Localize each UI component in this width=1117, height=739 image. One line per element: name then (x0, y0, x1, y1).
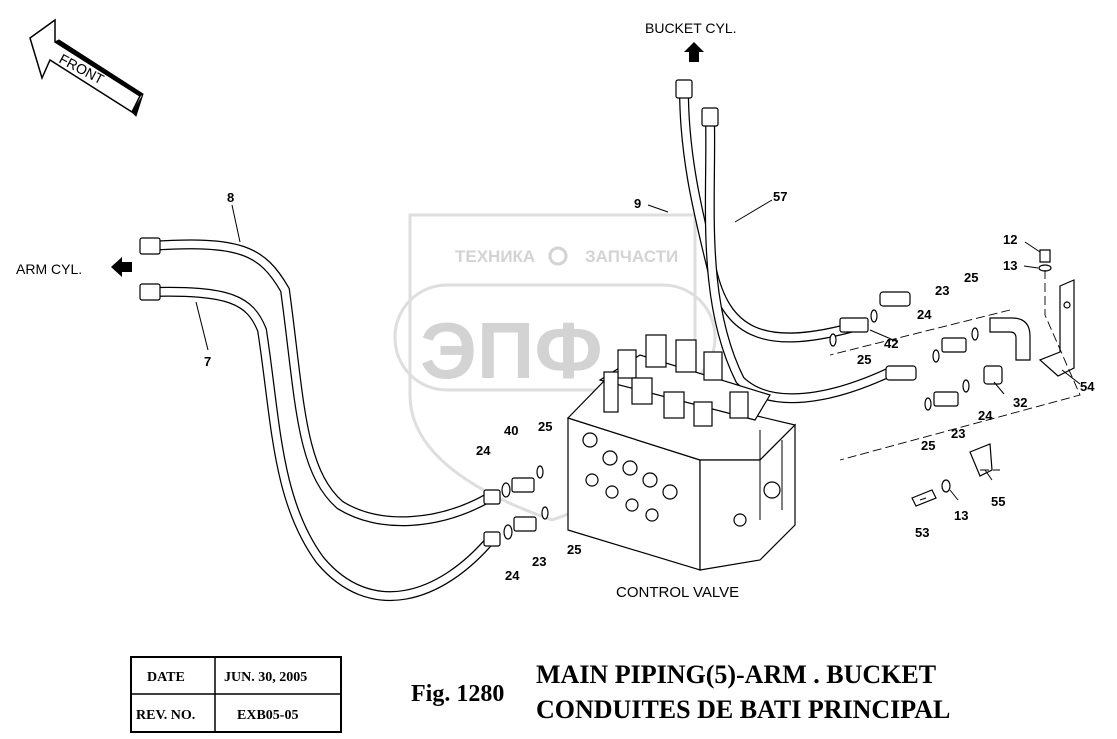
brackets (911, 249, 1075, 507)
callout-40: 40 (504, 423, 518, 438)
callout-7: 7 (204, 354, 211, 369)
info-table: DATE JUN. 30, 2005 REV. NO. EXB05-05 (130, 656, 342, 733)
bucket-cyl-label: BUCKET CYL. (645, 20, 737, 36)
hose-7 (145, 286, 497, 601)
watermark: ТЕХНИКА ЗАПЧАСТИ ЭПФ (393, 213, 717, 522)
control-valve-label: CONTROL VALVE (616, 584, 739, 601)
gear-icon (548, 246, 568, 266)
callout-12: 12 (1003, 232, 1017, 247)
callout-8: 8 (227, 190, 234, 205)
callout-24c: 24 (476, 443, 491, 458)
figure-title-line1: MAIN PIPING(5)-ARM . BUCKET (536, 660, 936, 689)
callout-25d: 25 (538, 419, 552, 434)
left-arrow-icon (111, 257, 132, 277)
callout-25c: 25 (921, 438, 935, 453)
callout-23c: 23 (532, 554, 546, 569)
figure-title-line2: CONDUITES DE BATI PRINCIPAL (536, 695, 950, 724)
callout-54: 54 (1080, 379, 1095, 394)
right-fittings (829, 309, 1031, 411)
date-label: DATE (147, 670, 185, 685)
callout-55: 55 (991, 494, 1005, 509)
callout-9: 9 (634, 196, 641, 211)
figure-number: Fig. 1280 (411, 681, 504, 707)
watermark-logo: ЭПФ (420, 306, 603, 395)
callout-24b: 24 (978, 408, 993, 423)
hose-fittings (139, 79, 917, 547)
date-value: JUN. 30, 2005 (224, 670, 307, 685)
watermark-text-left: ТЕХНИКА (455, 247, 535, 266)
callout-13b: 13 (954, 508, 968, 523)
leader-lines (195, 199, 1081, 501)
up-arrow-icon (684, 42, 704, 62)
hose-57 (704, 113, 895, 404)
callout-53: 53 (915, 525, 929, 540)
callout-23b: 23 (951, 426, 965, 441)
arm-cyl-label: ARM CYL. (16, 261, 82, 277)
callout-57: 57 (773, 189, 787, 204)
callout-24a: 24 (917, 307, 932, 322)
callout-32: 32 (1013, 395, 1027, 410)
callout-25a: 25 (964, 270, 978, 285)
hose-8 (145, 239, 493, 527)
callout-numbers: 8 7 9 57 12 13 25 23 24 42 25 54 32 24 2… (204, 189, 1095, 583)
callout-25b: 25 (857, 352, 871, 367)
left-fittings (501, 465, 549, 540)
assembly-lines (829, 270, 1081, 471)
front-arrow: FRONT (29, 18, 144, 117)
callout-25e: 25 (567, 542, 581, 557)
callout-42: 42 (884, 336, 898, 351)
rev-value: EXB05-05 (237, 708, 298, 723)
watermark-text-right: ЗАПЧАСТИ (585, 247, 678, 266)
rev-label: REV. NO. (136, 708, 195, 723)
callout-24d: 24 (505, 568, 520, 583)
control-valve (566, 334, 797, 571)
callout-23a: 23 (935, 283, 949, 298)
callout-13a: 13 (1003, 258, 1017, 273)
